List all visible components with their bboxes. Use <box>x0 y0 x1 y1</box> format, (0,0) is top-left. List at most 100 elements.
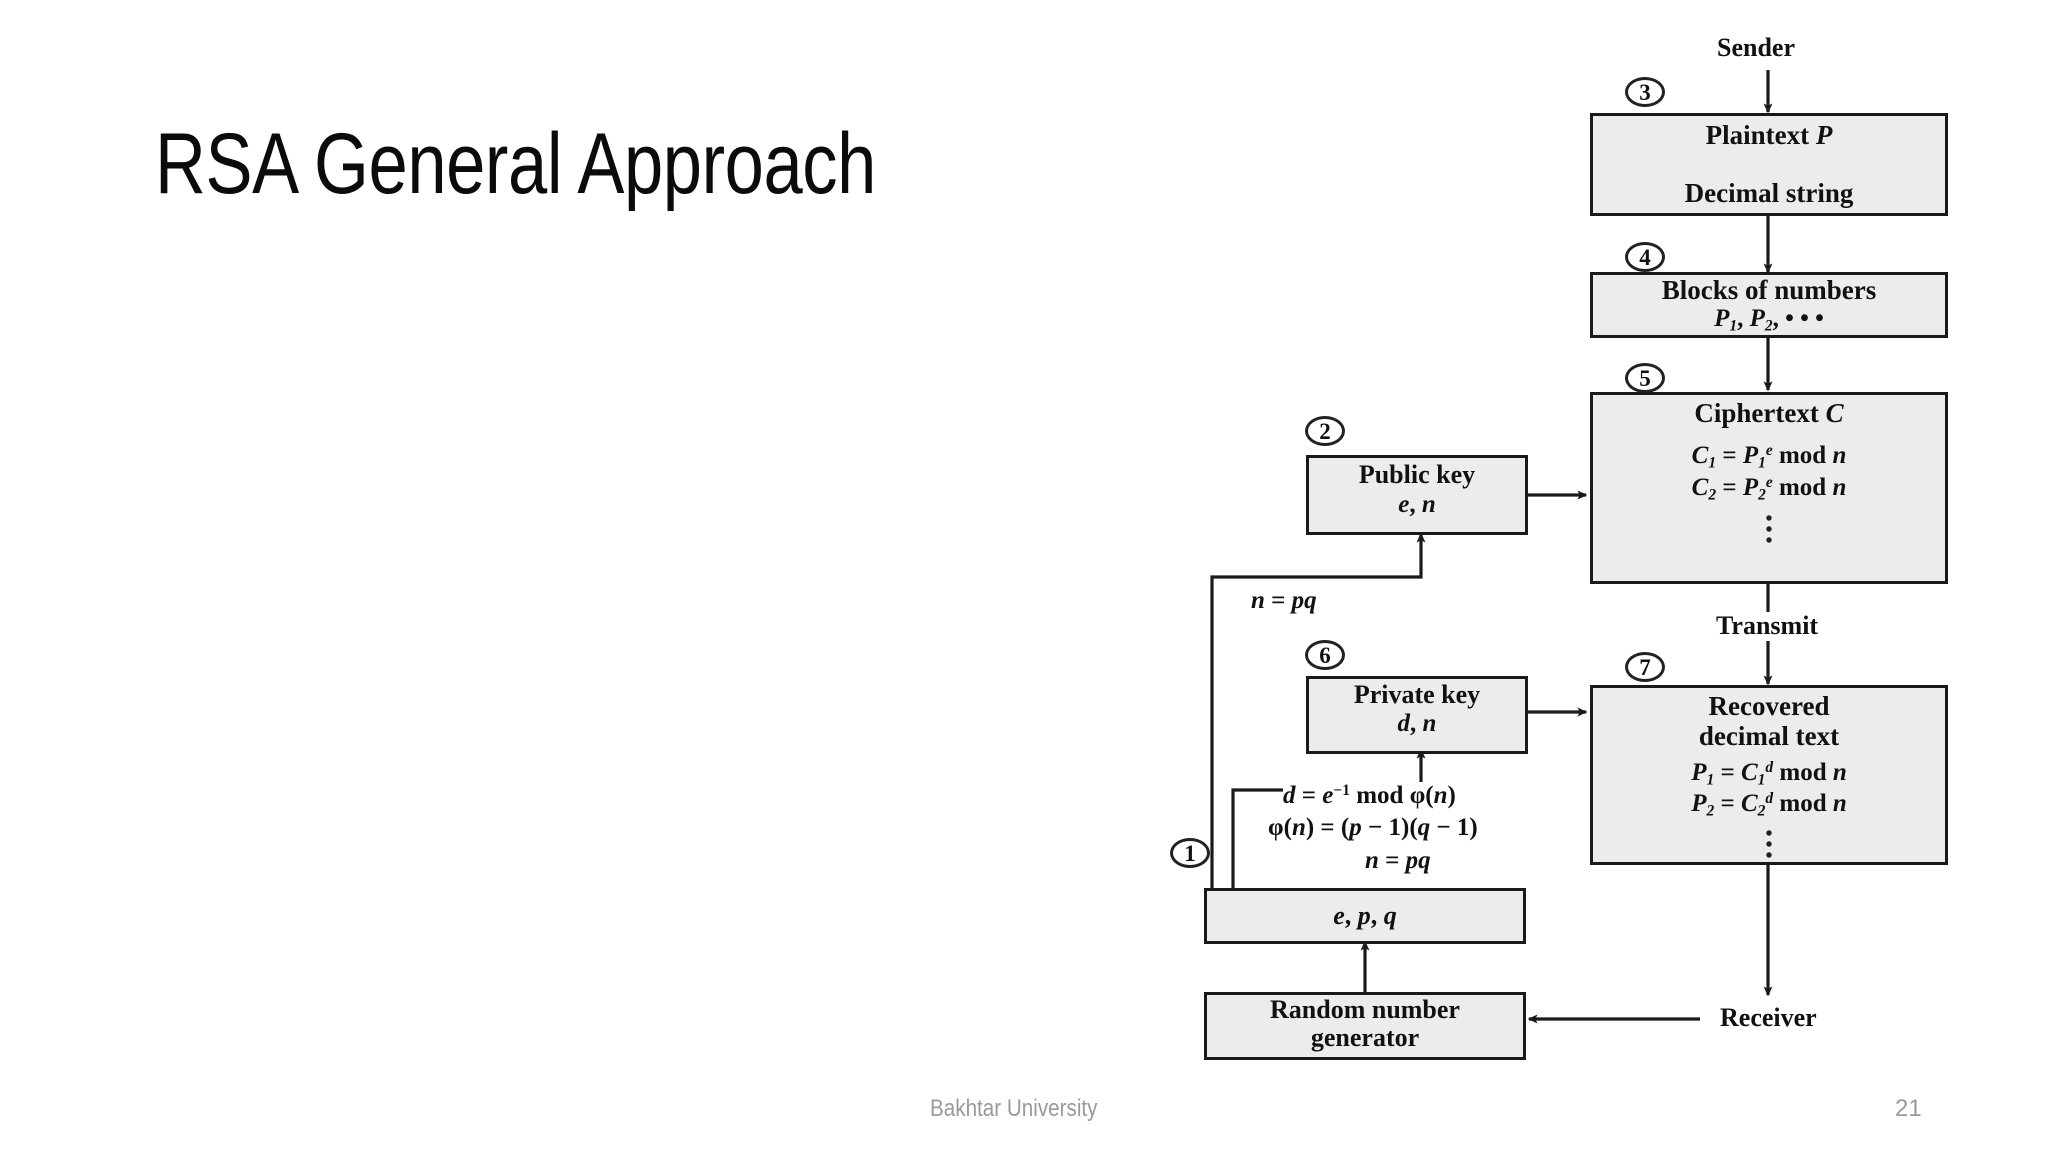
eq2-lhs-sub: 2 <box>1708 486 1717 504</box>
req1-equals: = <box>1720 758 1735 786</box>
public-key-n: n <box>1421 491 1436 519</box>
step-marker-3: 3 <box>1625 77 1665 107</box>
ann-phi-lhs: φ(n) <box>1268 814 1315 841</box>
eq2-lhs: C <box>1691 474 1709 502</box>
blocks-label: Blocks of numbers <box>1661 275 1877 305</box>
eq1-rhs-base: P <box>1742 442 1759 470</box>
eq2-equals: = <box>1722 474 1737 502</box>
req2-lhs-sub: 2 <box>1706 802 1715 820</box>
recovered-label-line1: Recovered <box>1708 691 1830 721</box>
seed-e: e <box>1333 901 1345 931</box>
ann-d-e: e <box>1322 782 1334 810</box>
step-marker-2: 2 <box>1305 416 1345 446</box>
random-number-generator-box: Random number generator <box>1204 992 1526 1060</box>
receiver-label: Receiver <box>1715 1003 1822 1033</box>
ann-lower-eq: = <box>1385 847 1400 874</box>
seed-q: q <box>1383 901 1397 931</box>
ciphertext-equation-1: C1 = P1e mod n <box>1692 443 1847 472</box>
ciphertext-vertical-dots: ••• <box>1765 507 1773 552</box>
eq2-mod-op: mod <box>1778 474 1827 502</box>
public-key-label: Public key <box>1358 460 1476 489</box>
public-key-box: Public key e, n <box>1306 455 1528 535</box>
ann-upper-eq: = <box>1271 587 1286 614</box>
seed-params: e, p, q <box>1333 902 1397 929</box>
block-sub-1: 1 <box>1729 317 1738 335</box>
ann-d: d <box>1283 782 1296 810</box>
rng-label-line1: Random number <box>1270 995 1460 1024</box>
rng-label-line2: generator <box>1310 1023 1420 1053</box>
req1-rhs-base: C <box>1740 758 1758 786</box>
ann-d-mod: mod <box>1356 782 1404 810</box>
req1-lhs: P <box>1691 758 1707 786</box>
eq1-lhs-sub: 1 <box>1708 454 1717 472</box>
plaintext-box: Plaintext P Decimal string <box>1590 113 1948 216</box>
plaintext-label: Plaintext <box>1705 120 1810 150</box>
block-term-1: P <box>1714 305 1730 333</box>
private-key-box: Private key d, n <box>1306 676 1528 754</box>
eq1-rhs-sup: e <box>1765 442 1773 460</box>
req1-modulus: n <box>1832 758 1847 786</box>
step-marker-1: 1 <box>1170 838 1210 868</box>
recovered-equation-1: P1 = C1d mod n <box>1691 758 1847 789</box>
step-marker-5: 5 <box>1625 363 1665 393</box>
recovered-label-line2: decimal text <box>1698 721 1840 752</box>
block-term-2: P <box>1749 305 1765 333</box>
recovered-equation-2: P2 = C2d mod n <box>1691 791 1847 820</box>
recovered-text-box: Recovered decimal text P1 = C1d mod n P2… <box>1590 685 1948 867</box>
req1-rhs-sub: 1 <box>1757 771 1766 789</box>
blocks-of-numbers-box: Blocks of numbers P1, P2, • • • <box>1590 272 1948 338</box>
decimal-string-label: Decimal string <box>1684 178 1854 209</box>
ann-phi-eq: = <box>1320 814 1335 841</box>
ann-upper-n: n <box>1251 587 1265 614</box>
ann-d-eq: = <box>1301 782 1316 810</box>
footer-organization: Bakhtar University <box>930 1095 1098 1122</box>
ann-phi-rhs: (p − 1)(q − 1) <box>1340 814 1478 841</box>
step-marker-7: 7 <box>1625 652 1665 682</box>
ann-upper-pq: pq <box>1291 587 1317 614</box>
seed-p: p <box>1357 901 1371 931</box>
annotation-d-formula: d = e−1 mod φ(n) <box>1283 782 1456 810</box>
blocks-ellipsis: • • • <box>1785 305 1824 333</box>
ann-d-exp: −1 <box>1333 782 1350 799</box>
annotation-phi-formula: φ(n) = (p − 1)(q − 1) <box>1268 814 1478 842</box>
req1-rhs-sup: d <box>1765 758 1774 776</box>
step-marker-6: 6 <box>1305 640 1345 670</box>
sender-label: Sender <box>1717 33 1795 63</box>
blocks-terms: P1, P2, • • • <box>1714 305 1824 335</box>
annotation-n-equals-pq-upper: n = pq <box>1251 587 1317 615</box>
footer-page-number: 21 <box>1895 1095 1922 1122</box>
eq1-modulus: n <box>1832 442 1847 470</box>
req2-equals: = <box>1720 790 1735 818</box>
eq2-modulus: n <box>1832 474 1847 502</box>
req2-rhs-sub: 2 <box>1757 802 1766 820</box>
eq2-rhs-sub: 2 <box>1758 486 1766 504</box>
private-key-label: Private key <box>1353 680 1481 709</box>
ciphertext-label: Ciphertext <box>1694 398 1819 428</box>
seed-sep-2: , <box>1370 901 1384 931</box>
ann-d-phi: φ(n) <box>1409 782 1456 810</box>
recovered-vertical-dots: ••• <box>1765 822 1773 867</box>
req2-rhs-base: C <box>1740 790 1758 818</box>
seed-sep-1: , <box>1344 901 1358 931</box>
private-key-params: d, n <box>1398 711 1437 737</box>
req1-lhs-sub: 1 <box>1706 771 1715 789</box>
ciphertext-box: Ciphertext C C1 = P1e mod n C2 = P2e mod… <box>1590 392 1948 584</box>
ciphertext-equation-2: C2 = P2e mod n <box>1691 474 1847 504</box>
req2-lhs: P <box>1691 790 1707 818</box>
private-key-sep: , <box>1410 710 1423 738</box>
page-title: RSA General Approach <box>155 116 876 212</box>
public-key-params: e, n <box>1398 492 1436 518</box>
block-sub-2: 2 <box>1764 317 1773 335</box>
ciphertext-variable: C <box>1825 398 1844 428</box>
req2-rhs-sup: d <box>1765 790 1774 808</box>
public-key-sep: , <box>1409 491 1422 519</box>
plaintext-variable: P <box>1815 120 1833 150</box>
private-key-d: d <box>1397 710 1411 738</box>
req1-mod-op: mod <box>1779 758 1827 786</box>
eq1-rhs-sub: 1 <box>1758 454 1766 472</box>
ann-lower-n: n <box>1365 847 1379 874</box>
eq2-rhs-base: P <box>1742 474 1759 502</box>
transmit-label: Transmit <box>1710 611 1825 641</box>
e-p-q-box: e, p, q <box>1204 888 1526 944</box>
